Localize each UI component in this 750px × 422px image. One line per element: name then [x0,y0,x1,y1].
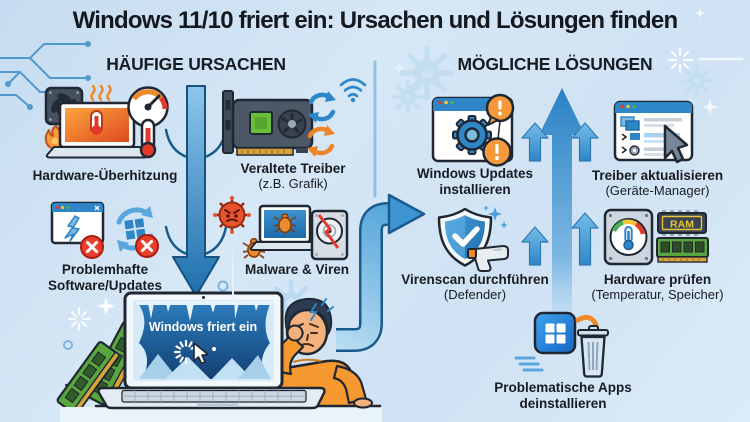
solution-sublabel-text: (Defender) [443,286,507,302]
circle-decor [63,280,229,350]
icicles [137,239,274,321]
device-manager-window-icon [613,100,694,162]
overheated-laptop-icon [45,101,149,159]
small-up-arrows [521,122,599,266]
alert-badge-icon [485,93,515,126]
cause-label: Malware & Viren [184,262,410,278]
cause-sublabel-text: (z.B. Grafik) [258,175,328,191]
solution-update-drivers: Treiber aktualisieren (Geräte-Manager) [585,96,730,202]
solution-label-line: installieren [439,181,511,197]
solutions-header: MÖGLICHE LÖSUNGEN [457,54,653,74]
wifi-icon [339,78,367,103]
frozen-laptop-scene: Windows friert ein [56,239,382,422]
curved-arrow [336,193,426,352]
solution-label-line: Problematische Apps [494,380,632,395]
virus-icon [213,196,251,234]
cause-malware-viruses: Malware & Viren [212,196,382,294]
alert-badge-icon [482,137,512,167]
cause-label-line: Problemhafte [61,262,149,277]
cursor-icon [663,124,689,164]
solution-label-line: deinstallieren [519,395,607,411]
gear-decor-icon [268,46,713,326]
cause-hardware-overheating: Hardware-Überhitzung [30,84,180,194]
refresh-blue-icon [308,91,336,123]
cause-label-text: Veraltete Treiber [240,161,346,176]
solution-uninstall-apps: Problematische Apps deinstallieren [490,310,636,416]
cause-outdated-drivers: Veraltete Treiber (z.B. Grafik) [220,88,366,196]
windows-app-icon [533,311,577,355]
solution-sublabel-text: (Geräte-Manager) [605,182,710,198]
ram-chip-icon: RAM [657,210,707,236]
solution-label: Treiber aktualisieren (Geräte-Manager) [557,168,750,198]
heat-waves-icon [90,84,112,102]
funnel-curves [164,128,228,256]
solution-virus-scan: Virenscan durchführen (Defender) [401,205,549,306]
solution-sublabel-text: (Temperatur, Speicher) [591,286,724,302]
cursor-icon [193,342,209,365]
solution-label: Windows Updates installieren [377,166,573,197]
cause-label: Hardware-Überhitzung [2,168,208,184]
speed-lines-icon [514,356,544,372]
broken-window-icon [50,201,105,245]
sparkle-icon [483,205,508,229]
frozen-screen-label: Windows friert ein [149,320,257,334]
page-title: Windows 11/10 friert ein: Ursachen und L… [72,7,678,34]
solution-label: Hardware prüfen (Temperatur, Speicher) [552,272,750,302]
cause-label: Veraltete Treiber (z.B. Grafik) [192,161,394,191]
cause-problematic-software: Problemhafte Software/Updates [35,196,175,296]
trash-icon [577,325,609,378]
hand-on-desk [353,397,373,409]
gpu-card-icon [222,90,314,156]
ram-stick-icon [656,237,709,263]
monitor-icon [620,116,640,131]
starburst-icon [68,47,744,331]
cause-label-text: Hardware-Überhitzung [32,168,178,183]
up-arrow [539,88,585,351]
causes-header: HÄUFIGE URSACHEN [106,54,286,74]
refresh-orange-icon [307,125,335,157]
solution-label-text: Hardware prüfen [603,272,712,287]
frozen-laptop: Windows friert ein [97,239,326,410]
solution-check-hardware: RAM Hardware prüfen (Temperatur, Speiche… [580,206,735,306]
down-arrow [172,85,220,297]
solution-label-text: Virenscan durchführen [401,272,549,287]
cause-label: Problemhafte Software/Updates [7,262,203,293]
gear-icon [452,115,492,155]
scan-gun-icon [467,245,509,272]
error-badge-icon [80,235,104,259]
error-badge-icon [135,234,159,258]
ram-chip-label: RAM [670,219,694,231]
solution-label: Virenscan durchführen (Defender) [377,272,573,302]
hard-drive-icon [310,209,349,261]
hardware-gauge-icon [603,208,654,266]
cause-label-line: Software/Updates [47,277,163,293]
cause-label-text: Malware & Viren [244,262,350,277]
solution-label: Problematische Apps deinstallieren [462,380,664,411]
solution-label-text: Treiber aktualisieren [591,168,724,183]
thermometer-icon [139,118,157,159]
keyboard [121,389,307,407]
ice-mountains [139,354,271,379]
solution-windows-updates: Windows Updates installieren [405,93,545,202]
infected-laptop-icon [249,204,321,251]
stress-marks-icon [309,298,334,321]
circuit-dots [5,41,91,110]
solution-label-line: Windows Updates [416,166,534,181]
sparkle-icon [97,8,718,315]
